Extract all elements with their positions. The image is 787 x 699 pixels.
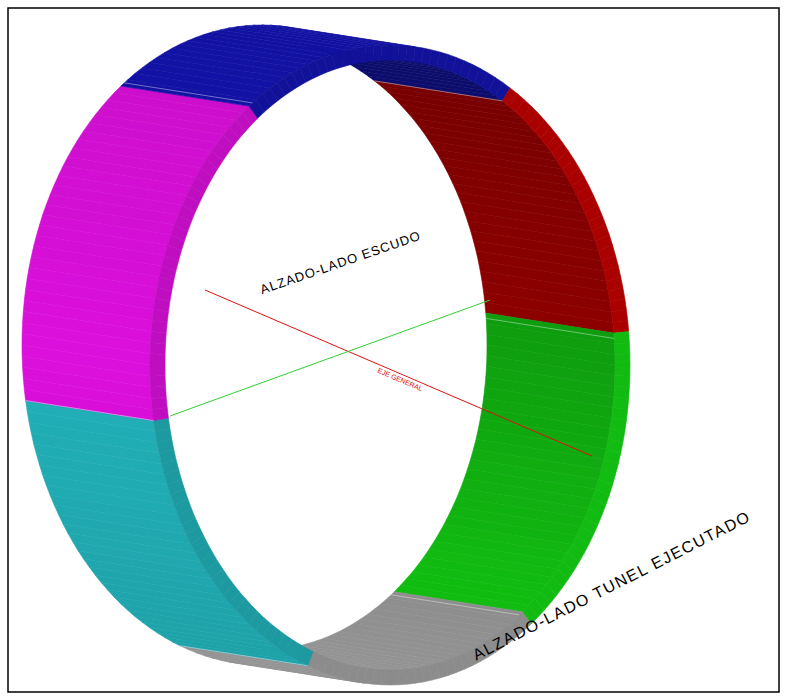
ring-facet — [279, 26, 415, 47]
ring-facet — [373, 45, 382, 61]
ring-inner-surface — [239, 42, 616, 670]
axis-lines — [170, 290, 592, 456]
ring-facet — [398, 669, 407, 685]
ring-facet — [151, 386, 167, 398]
ring-facet — [373, 669, 382, 685]
ring-facet — [615, 365, 630, 376]
axis-line — [205, 290, 592, 456]
ring-facet — [150, 343, 165, 355]
ring-facet — [365, 46, 374, 62]
ring-facet — [382, 670, 390, 685]
ring-facet — [151, 332, 167, 344]
ring-facet — [615, 354, 630, 365]
view-label: ALZADO-LADO ESCUDO — [257, 227, 424, 297]
ring-facet — [390, 670, 398, 685]
ring-facet — [150, 365, 165, 376]
segment-joint — [124, 83, 252, 103]
ring-facet — [22, 345, 150, 376]
frame-border — [8, 8, 779, 692]
ring-facet — [406, 668, 415, 684]
segment-joint — [26, 401, 154, 421]
segment-joints — [26, 81, 614, 666]
ring-facet — [390, 45, 398, 60]
ring-facet — [615, 343, 630, 355]
ring-facet — [254, 25, 390, 45]
ring-facet — [613, 321, 629, 334]
ring-facet — [614, 332, 630, 344]
ring-facet — [614, 386, 630, 398]
ring-facet — [382, 45, 390, 60]
segment-joint — [391, 595, 519, 615]
ring-outer-surface — [22, 25, 415, 683]
ring-facet — [150, 376, 165, 388]
ring-facet — [398, 45, 407, 61]
segment-joint — [486, 318, 614, 338]
ring-facet — [245, 25, 381, 46]
segment-joint — [180, 646, 308, 666]
axis-label: EJE GENERAL — [375, 365, 425, 393]
segmented-ring — [22, 25, 630, 685]
segment-joint — [375, 81, 503, 101]
ring-facet — [237, 26, 373, 47]
ring-facet — [151, 397, 167, 410]
ring-front-face — [150, 45, 630, 685]
ring-facet — [615, 376, 630, 388]
axis-line — [170, 300, 490, 416]
ring-facet — [150, 354, 165, 365]
